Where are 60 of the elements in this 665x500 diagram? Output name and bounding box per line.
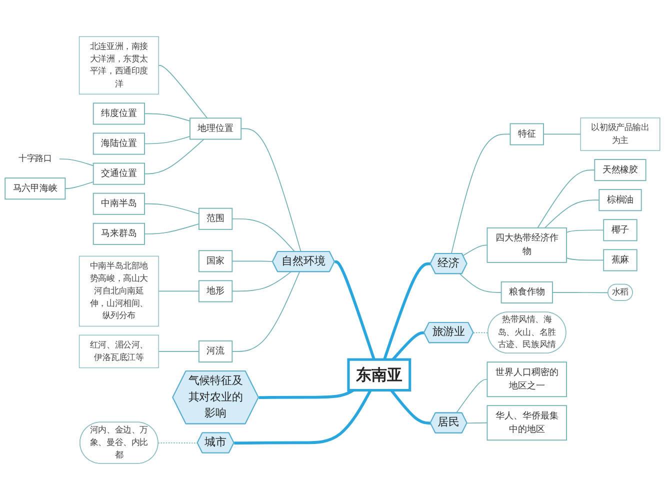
node-box: 海陆位置: [92, 132, 145, 155]
node-box: 中南半岛: [92, 192, 145, 215]
connector: [466, 422, 488, 424]
node-text: 十字路口: [18, 154, 52, 164]
node-box: 天然橡胶: [594, 159, 646, 182]
connector: [460, 274, 502, 293]
connector: [383, 262, 431, 360]
node-box: 范围: [198, 208, 233, 230]
node-box: 交通位置: [92, 162, 145, 185]
node-box: 椰子: [603, 219, 638, 242]
node-box: 以初级产品输出为主: [580, 118, 660, 151]
connector: [544, 200, 600, 228]
node-box: 国家: [198, 250, 233, 272]
connector: [158, 290, 200, 292]
node-box: 粮食作物: [500, 281, 553, 304]
connector: [158, 442, 198, 444]
node-box: 地理位置: [189, 118, 242, 140]
connector: [450, 134, 511, 254]
node-box: 四大热带经济作物: [486, 227, 567, 263]
node-box: 纬度位置: [92, 102, 145, 125]
connector: [552, 292, 609, 294]
connector: [473, 332, 489, 334]
connector: [334, 260, 376, 360]
node-box: 蕉麻: [603, 249, 638, 272]
connector: [232, 218, 296, 252]
connector: [144, 136, 190, 144]
node-box: 红河、湄公河、伊洛瓦底江等: [78, 334, 159, 368]
node-box: 东南亚: [347, 358, 412, 392]
connector: [537, 170, 596, 228]
connector: [240, 128, 302, 252]
connector: [234, 390, 372, 444]
node-box: 北连亚洲，南接大洋洲，东贯太平洋，西通印度洋: [78, 36, 159, 95]
connector: [232, 272, 300, 352]
connector: [64, 181, 94, 189]
connector: [144, 113, 190, 122]
connector: [59, 158, 94, 166]
connector: [390, 389, 431, 425]
connector: [144, 138, 204, 174]
node-box: 马六甲海峡: [4, 178, 66, 200]
node-box: 棕榈油: [598, 189, 642, 212]
node-box: 中南半岛北部地势高峻，高山大河自北向南延伸，山河相间、纵列分布: [78, 256, 159, 327]
connector: [566, 258, 604, 261]
connector: [566, 230, 604, 233]
connector: [462, 244, 488, 256]
connector: [144, 223, 200, 234]
node-box: 河流: [198, 340, 233, 362]
connector: [232, 260, 274, 262]
connector: [392, 331, 424, 360]
node-box: 地形: [198, 280, 233, 302]
connector: [158, 65, 208, 119]
connector: [258, 389, 354, 400]
connector: [543, 134, 581, 135]
node-box: 马来群岛: [92, 222, 145, 245]
node-box: 特征: [510, 123, 544, 146]
node-box: 华人、华侨最集中的地区: [486, 405, 567, 441]
connector: [144, 203, 200, 214]
node-box: 世界人口稠密的地区之一: [486, 362, 567, 398]
connector: [158, 351, 200, 352]
connector: [456, 378, 488, 414]
connector: [232, 272, 292, 292]
